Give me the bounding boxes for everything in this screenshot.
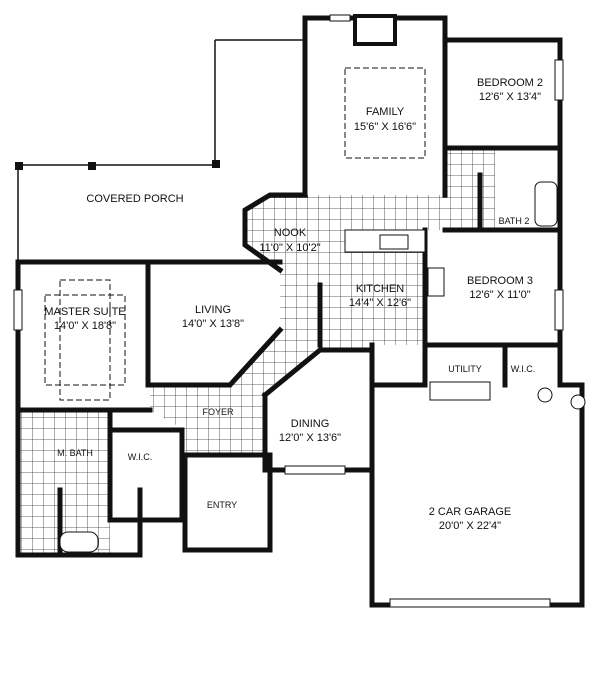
covered-porch-outline [15, 39, 305, 262]
entry-label: ENTRY [207, 500, 237, 510]
wic-master-label: W.I.C. [128, 452, 153, 462]
bedroom3-size: 12'6" X 11'0" [469, 289, 530, 301]
family-size: 15'6" X 16'6" [354, 121, 416, 133]
utility-label: UTILITY [448, 364, 482, 374]
covered-porch-label: COVERED PORCH [86, 193, 183, 205]
living-label: LIVING [195, 304, 231, 316]
ceiling-trays [44, 67, 426, 401]
tile-floor [20, 148, 495, 555]
dining-size: 12'0" X 13'6" [279, 432, 341, 444]
master-suite-size: 14'0" X 18'8" [54, 320, 116, 332]
master-suite-label: MASTER SUITE [44, 306, 125, 318]
kitchen-label: KITCHEN [356, 283, 404, 295]
bedroom3-label: BEDROOM 3 [467, 275, 533, 287]
foyer-label: FOYER [202, 407, 234, 417]
nook-label: NOOK [274, 227, 307, 239]
walls [15, 14, 585, 608]
bedroom2-size: 12'6" X 13'4" [479, 91, 541, 103]
nook-size: 11'0" X 10'2" [259, 242, 320, 254]
garage-label: 2 CAR GARAGE [429, 506, 512, 518]
windows [13, 14, 564, 608]
living-size: 14'0" X 13'8" [182, 318, 244, 330]
fixtures [59, 181, 586, 553]
garage-size: 20'0" X 22'4" [439, 520, 501, 532]
kitchen-size: 14'4" X 12'6" [349, 297, 411, 309]
dining-label: DINING [291, 418, 330, 430]
bath2-label: BATH 2 [499, 216, 530, 226]
bedroom2-label: BEDROOM 2 [477, 77, 543, 89]
family-label: FAMILY [366, 106, 405, 118]
wic-bed3-label: W.I.C. [511, 364, 536, 374]
master-bath-label: M. BATH [57, 448, 93, 458]
